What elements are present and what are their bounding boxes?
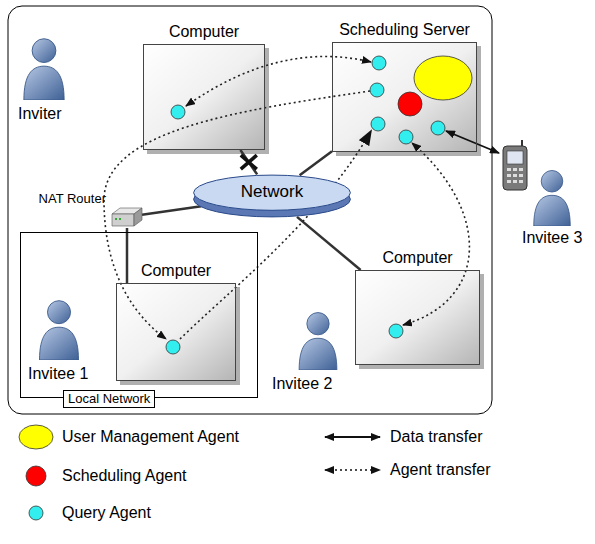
legend-text: User Management Agent xyxy=(62,427,239,447)
query-agent xyxy=(171,105,185,119)
legend-entry: Query Agent xyxy=(62,503,151,523)
blocked-mark xyxy=(241,155,257,169)
server-box: Scheduling Server xyxy=(332,42,477,152)
router-led xyxy=(115,218,117,220)
region-label: Local Network xyxy=(63,390,155,408)
legend-swatch xyxy=(19,425,53,449)
box-fill xyxy=(143,44,265,150)
users xyxy=(24,39,570,370)
legend-text: Scheduling Agent xyxy=(62,466,187,486)
box-heading: Computer xyxy=(117,261,235,281)
invitee-figure xyxy=(299,313,337,370)
legend-entry: Scheduling Agent xyxy=(62,466,187,486)
user-label: Invitee 3 xyxy=(522,228,582,248)
router-side xyxy=(134,208,142,226)
box-fills xyxy=(116,42,484,385)
computer-box: Computer xyxy=(116,283,236,381)
legend-entry: Agent transfer xyxy=(390,460,491,480)
user-label-holder: Inviter xyxy=(18,104,62,124)
network-link xyxy=(300,151,332,175)
legend-text: Query Agent xyxy=(62,503,151,523)
user-label-holder: Invitee 3 xyxy=(522,228,582,248)
query-agent xyxy=(389,324,403,338)
legend-entry: User Management Agent xyxy=(62,427,239,447)
box-heading: Computer xyxy=(356,248,479,268)
query-agent xyxy=(371,117,385,131)
agent-transfers xyxy=(104,57,469,340)
legend-text: Agent transfer xyxy=(390,460,491,480)
nat-router: NAT Router xyxy=(112,206,142,228)
network-link xyxy=(126,228,129,283)
user-label-holder: Invitee 2 xyxy=(272,374,332,394)
box-heading: Scheduling Server xyxy=(333,20,476,40)
mobile-phone xyxy=(503,140,527,190)
box-fill xyxy=(116,283,236,381)
router-front xyxy=(112,214,134,226)
user-label: Inviter xyxy=(18,104,62,124)
agents xyxy=(166,56,472,354)
network-label: Network xyxy=(192,174,352,210)
network-link xyxy=(240,150,257,174)
query-agent xyxy=(166,340,180,354)
query-agent xyxy=(399,130,413,144)
agent-transfer-arrow xyxy=(403,143,469,325)
system-boundary xyxy=(8,6,492,414)
user-label-holder: Invitee 1 xyxy=(28,364,88,384)
box-fill xyxy=(355,270,480,365)
blocked-mark xyxy=(241,155,257,169)
agent-transfer-arrow xyxy=(180,131,371,339)
router-led xyxy=(119,218,121,220)
inviter-figure xyxy=(24,39,64,100)
network-link xyxy=(297,217,361,270)
invitee-figure xyxy=(40,301,79,360)
network-link xyxy=(142,206,201,215)
invitee-figure xyxy=(534,170,570,226)
data-transfer-arrow xyxy=(446,131,499,153)
legend-entry: Data transfer xyxy=(390,427,482,447)
user-label: Invitee 1 xyxy=(28,364,88,384)
query-agent xyxy=(431,121,445,135)
query-agent xyxy=(370,83,384,97)
legend-agent-arrow xyxy=(325,469,380,471)
router-icon xyxy=(112,206,142,228)
network-cloud: Network xyxy=(192,174,352,218)
query-agent xyxy=(372,56,386,70)
agent-transfer-arrow xyxy=(186,57,371,107)
legend-swatch xyxy=(29,506,43,520)
router-label: NAT Router xyxy=(39,191,106,207)
scheduling-agent xyxy=(398,92,422,116)
legend-swatch xyxy=(26,466,46,486)
user-label: Invitee 2 xyxy=(272,374,332,394)
user-management-agent xyxy=(414,56,472,100)
computer-box: Computer xyxy=(143,44,265,150)
legend-data-arrow xyxy=(325,436,380,438)
computer-box: Computer xyxy=(355,270,480,365)
box-heading: Computer xyxy=(144,22,264,42)
legend-text: Data transfer xyxy=(390,427,482,447)
